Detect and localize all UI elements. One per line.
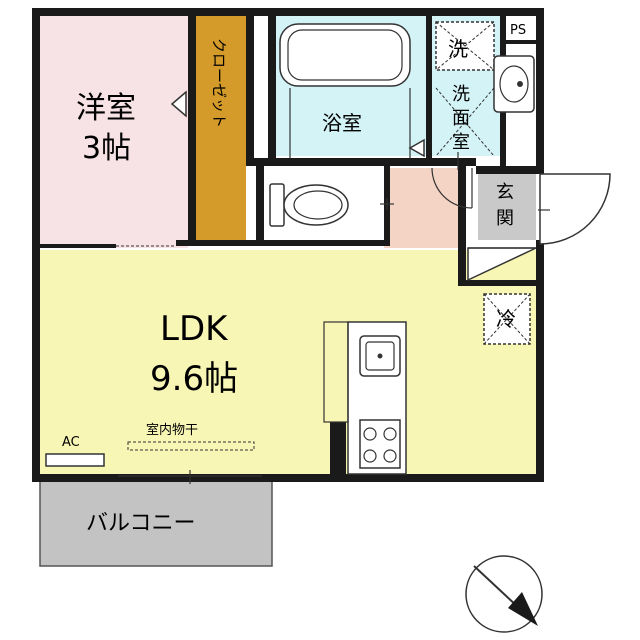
indoor-drying-rack (127, 441, 255, 451)
washroom-char-1: 洗 (452, 84, 470, 105)
wall-closet-bottom (176, 240, 256, 246)
wall-ps-box (504, 8, 540, 16)
ldk-name: LDK (160, 309, 229, 349)
wall-entrance-top (476, 166, 544, 174)
ldk-size: 9.6帖 (150, 359, 238, 399)
bathtub (279, 23, 411, 87)
wall-toilet-left (256, 166, 264, 244)
wall-entrance-bottom (458, 280, 544, 286)
fridge-diag-2 (483, 293, 531, 345)
ac-label: AC (62, 435, 80, 450)
wall-entrance-left (458, 166, 466, 284)
wall-bath-wash (426, 16, 432, 158)
kitchen-counter-edge (323, 321, 349, 423)
entrance-char-2: 関 (496, 208, 514, 229)
washer-label: 洗 (448, 37, 468, 61)
wall-right-lower (536, 240, 544, 482)
wall-western-bottom (40, 244, 116, 248)
wall-ps-right (536, 8, 544, 172)
toilet-seat (293, 190, 343, 220)
washer-diag-2 (435, 21, 495, 71)
washbasin-drain (517, 81, 523, 87)
indoor-drying-label: 室内物干 (146, 422, 198, 438)
toilet-bowl (283, 184, 349, 226)
wall-toilet-bottom (256, 240, 390, 246)
fridge-diag-1 (483, 293, 531, 345)
kitchen-sink-basin (365, 341, 395, 371)
burner-1 (363, 427, 377, 441)
ac-unit (45, 453, 105, 467)
bath-door-arrow (408, 138, 425, 158)
ps-label: PS (510, 23, 526, 38)
burner-3 (363, 449, 377, 463)
burner-4 (383, 449, 397, 463)
wall-closet-bath (246, 16, 254, 166)
genkan-floor (384, 168, 458, 248)
balcony-name: バルコニー (86, 511, 196, 536)
bathtub-inner (287, 29, 403, 81)
washbasin-bowl (499, 65, 529, 103)
toilet-tank (269, 183, 285, 227)
wall-bottom (32, 474, 544, 482)
wall-western-closet (188, 16, 196, 244)
wall-bath-bottom (246, 158, 476, 166)
bath-name: 浴室 (322, 111, 362, 135)
closet-name: クローゼット (210, 38, 228, 128)
compass-icon (465, 555, 543, 633)
western-room-size: 3帖 (82, 131, 131, 166)
cooktop (359, 419, 401, 469)
wall-kitchen-stub (330, 422, 346, 474)
kitchen-sink-drain (377, 353, 383, 359)
washroom-char-2: 面 (452, 108, 470, 129)
burner-2 (383, 427, 397, 441)
fridge-label: 冷 (496, 307, 516, 331)
washroom-char-3: 室 (452, 132, 470, 153)
wall-left (32, 8, 40, 482)
wall-ps-bottom (504, 40, 540, 44)
wall-bath-left (268, 16, 276, 166)
western-door-arrow (170, 90, 187, 118)
western-room-floor (40, 16, 188, 248)
entrance-floor (478, 174, 536, 240)
washroom-door-swing (431, 167, 473, 209)
entrance-door-swing (539, 173, 611, 245)
ldk-floor (40, 250, 536, 474)
western-room-name: 洋室 (76, 91, 136, 126)
closet-floor (196, 16, 246, 244)
entrance-char-1: 玄 (496, 182, 514, 203)
wall-top (32, 8, 504, 16)
washbasin (493, 55, 535, 113)
